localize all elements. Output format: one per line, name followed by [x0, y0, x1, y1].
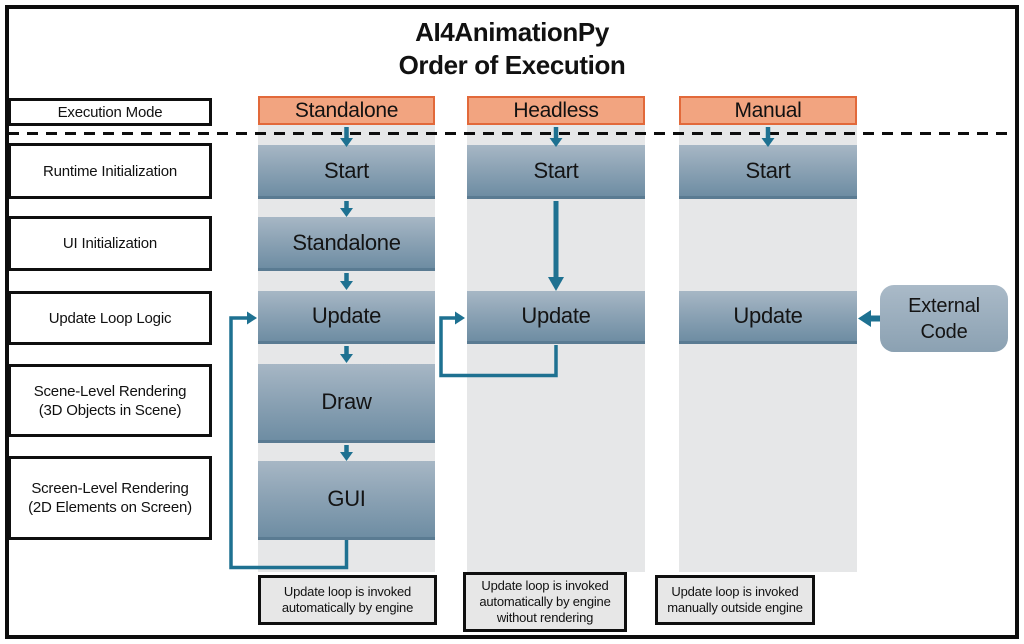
- row-label-update-loop-logic: Update Loop Logic: [8, 291, 212, 345]
- row-label-ui-initialization: UI Initialization: [8, 216, 212, 271]
- headless-footnote-line2: automatically by engine: [479, 594, 611, 609]
- row-label-ui-initialization-text: UI Initialization: [62, 235, 158, 252]
- mode-header-headless: Headless: [467, 96, 645, 125]
- external-code-line2: Code: [920, 320, 968, 343]
- row-label-screen-level-rendering: Screen-Level Rendering (2D Elements on S…: [8, 456, 212, 540]
- manual-update-text: Update: [733, 303, 803, 328]
- standalone-footnote-line1: Update loop is invoked: [283, 584, 412, 599]
- scene-rendering-line2: (3D Objects in Scene): [38, 401, 182, 419]
- row-label-execution-mode: Execution Mode: [8, 98, 212, 126]
- loop-standalone-gui-to-update: [229, 311, 349, 570]
- arrow-standalone-standalone-to-update: [340, 273, 353, 290]
- manual-update-node: Update: [679, 291, 857, 344]
- external-code-node: External Code: [880, 285, 1008, 352]
- standalone-gui-node: GUI: [258, 461, 435, 540]
- headless-footnote-line1: Update loop is invoked: [481, 578, 609, 593]
- arrow-manual-header-to-start: [761, 127, 775, 147]
- headless-update-text: Update: [521, 303, 591, 328]
- row-label-execution-mode-text: Execution Mode: [57, 103, 163, 121]
- headless-footnote: Update loop is invoked automatically by …: [463, 572, 627, 632]
- standalone-standalone-text: Standalone: [292, 229, 401, 255]
- arrow-standalone-header-to-start: [340, 127, 353, 147]
- standalone-start-node: Start: [258, 145, 435, 199]
- manual-start-text: Start: [745, 157, 791, 183]
- standalone-update-text: Update: [311, 303, 382, 328]
- standalone-update-node: Update: [258, 291, 435, 344]
- headless-update-node: Update: [467, 291, 645, 344]
- standalone-gui-text: GUI: [327, 486, 366, 511]
- row-label-runtime-initialization-text: Runtime Initialization: [43, 162, 177, 180]
- row-label-runtime-initialization: Runtime Initialization: [8, 143, 212, 199]
- mode-header-manual-text: Manual: [734, 98, 802, 122]
- screen-rendering-line2: (2D Elements on Screen): [28, 499, 192, 516]
- mode-header-standalone-text: Standalone: [294, 98, 399, 122]
- standalone-draw-node: Draw: [258, 364, 435, 443]
- manual-footnote: Update loop is invoked manually outside …: [655, 575, 815, 625]
- headless-start-text: Start: [533, 157, 579, 183]
- manual-footnote-line2: manually outside engine: [667, 600, 803, 615]
- arrow-external-code-to-update: [858, 310, 880, 327]
- headless-start-node: Start: [467, 145, 645, 199]
- arrow-standalone-update-to-draw: [340, 346, 353, 363]
- loop-headless-update-self: [439, 311, 558, 378]
- row-label-update-loop-logic-text: Update Loop Logic: [48, 309, 172, 327]
- external-code-line1: External: [908, 294, 980, 317]
- headless-footnote-line3: without rendering: [496, 610, 594, 625]
- row-label-scene-level-rendering: Scene-Level Rendering (3D Objects in Sce…: [8, 364, 212, 437]
- standalone-start-text: Start: [324, 157, 369, 183]
- screen-rendering-line1: Screen-Level Rendering: [31, 480, 189, 497]
- arrow-standalone-draw-to-gui: [340, 445, 353, 461]
- standalone-footnote-line2: automatically by engine: [281, 600, 414, 615]
- standalone-standalone-node: Standalone: [258, 217, 435, 271]
- standalone-draw-text: Draw: [321, 389, 372, 414]
- manual-footnote-line1: Update loop is invoked: [671, 584, 799, 599]
- arrow-headless-header-to-start: [549, 127, 563, 147]
- arrow-headless-start-to-update: [548, 201, 564, 291]
- mode-header-standalone: Standalone: [258, 96, 435, 125]
- manual-start-node: Start: [679, 145, 857, 199]
- title-line-1: AI4AnimationPy: [415, 17, 609, 47]
- standalone-footnote: Update loop is invoked automatically by …: [258, 575, 437, 625]
- mode-header-headless-text: Headless: [513, 98, 599, 122]
- page-title: AI4AnimationPy Order of Execution: [0, 16, 1024, 82]
- scene-rendering-line1: Scene-Level Rendering: [33, 382, 187, 400]
- arrow-standalone-start-to-standalone: [340, 201, 353, 217]
- mode-separator-dashed-line: [8, 132, 1016, 135]
- title-line-2: Order of Execution: [398, 50, 626, 80]
- mode-header-manual: Manual: [679, 96, 857, 125]
